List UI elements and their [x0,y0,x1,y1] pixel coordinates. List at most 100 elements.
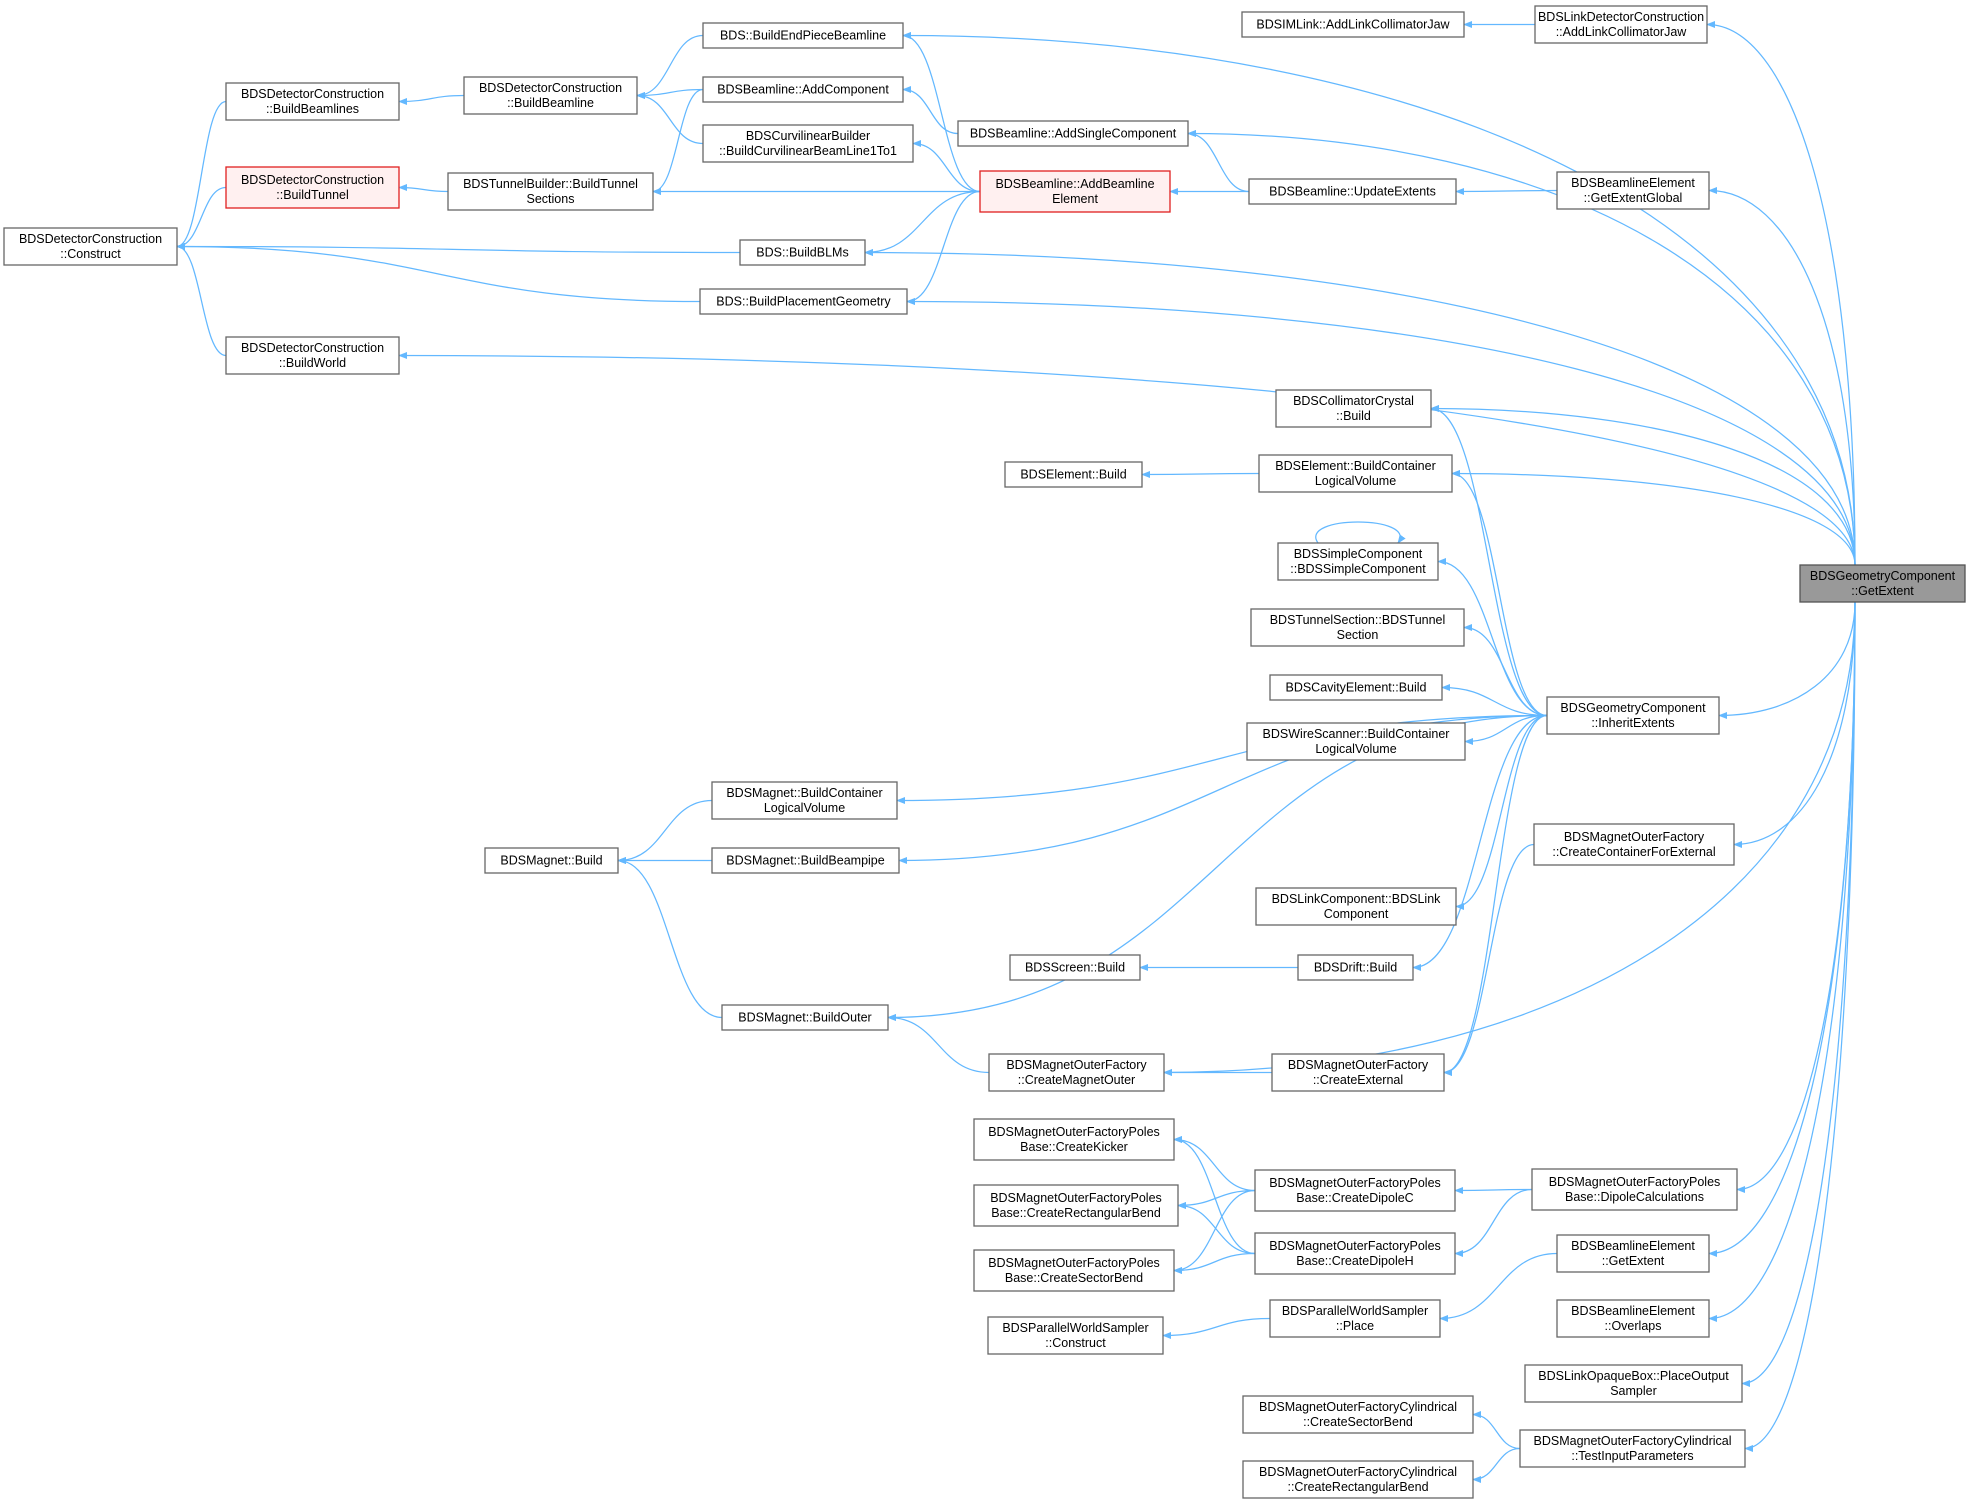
node-linkcoll[interactable]: BDSLinkDetectorConstruction::AddLinkColl… [1534,5,1708,44]
node-getextglobal[interactable]: BDSBeamlineElement::GetExtentGlobal [1556,171,1710,210]
edge-elemcont-to-getextent [1451,469,1856,566]
node-imlink[interactable]: BDSIMLink::AddLinkCollimatorJaw [1241,11,1465,38]
node-pwplace[interactable]: BDSParallelWorldSampler::Place [1269,1299,1441,1338]
node-magouter[interactable]: BDSMagnetOuterFactory::CreateMagnetOuter [988,1053,1165,1092]
node-label: BDSDrift::Build [1314,961,1397,975]
node-box [957,120,1189,147]
node-box [1799,564,1966,603]
node-label: BDSScreen::Build [1025,961,1125,975]
edge-magbuild-to-outer [617,856,723,1019]
node-label: ::BuildTunnel [276,188,349,202]
node-box [702,76,904,103]
node-outer[interactable]: BDSMagnet::BuildOuter [721,1004,889,1031]
node-box [721,1004,889,1031]
edge-outer-to-magouter [887,1013,990,1074]
node-bleext[interactable]: BDSBeamlineElement::GetExtent [1556,1234,1710,1273]
edge-construct-to-buildtunnel [176,186,227,251]
node-box [1275,389,1432,428]
node-box [973,1249,1175,1292]
node-buildtunnel[interactable]: BDSDetectorConstruction::BuildTunnel [225,166,400,209]
node-pwconstruct[interactable]: BDSParallelWorldSampler::Construct [987,1316,1164,1355]
node-beampipe[interactable]: BDSMagnet::BuildBeampipe [711,847,900,874]
node-magbuild[interactable]: BDSMagnet::Build [484,847,619,874]
node-box [1297,954,1414,981]
edge-cavity-to-inherit [1441,683,1548,717]
node-cylsector[interactable]: BDSMagnetOuterFactoryCylindrical::Create… [1242,1395,1474,1434]
node-dipolec[interactable]: BDSMagnetOuterFactoryPolesBase::CreateDi… [1254,1169,1456,1212]
node-cyltest[interactable]: BDSMagnetOuterFactoryCylindrical::TestIn… [1519,1429,1746,1468]
node-label: BDS::BuildBLMs [756,246,848,260]
node-label: ::BDSSimpleComponent [1290,562,1426,576]
node-label: BDSElement::BuildContainer [1275,459,1436,473]
node-label: ::InheritExtents [1591,716,1674,730]
node-addcomp[interactable]: BDSBeamline::AddComponent [702,76,904,103]
node-getextent[interactable]: BDSGeometryComponent::GetExtent [1799,564,1966,603]
node-box [1242,1460,1474,1499]
node-overlaps[interactable]: BDSBeamlineElement::Overlaps [1556,1299,1710,1338]
node-label: Base::CreateKicker [1020,1140,1128,1154]
node-construct[interactable]: BDSDetectorConstruction::Construct [3,227,178,266]
node-label: BDSWireScanner::BuildContainer [1263,727,1450,741]
node-addsingle[interactable]: BDSBeamline::AddSingleComponent [957,120,1189,147]
edge-external-to-createcont [1443,843,1535,1077]
node-curvi[interactable]: BDSCurvilinearBuilder::BuildCurvilinearB… [702,124,914,163]
node-sectorbend[interactable]: BDSMagnetOuterFactoryPolesBase::CreateSe… [973,1249,1175,1292]
node-label: BDSMagnetOuterFactoryCylindrical [1534,1434,1732,1448]
node-updext[interactable]: BDSBeamline::UpdateExtents [1248,178,1457,205]
node-placement[interactable]: BDS::BuildPlacementGeometry [699,288,908,315]
node-box [1519,1429,1746,1468]
node-tunsection[interactable]: BDSTunnelSection::BDSTunnelSection [1250,608,1465,647]
edge-placement-to-getextent [906,297,1856,566]
node-inherit[interactable]: BDSGeometryComponent::InheritExtents [1546,696,1720,735]
node-simple[interactable]: BDSSimpleComponent::BDSSimpleComponent [1277,542,1439,581]
node-label: ::TestInputParameters [1571,1449,1693,1463]
node-drift[interactable]: BDSDrift::Build [1297,954,1414,981]
edge-placement-to-addbl [906,190,981,306]
node-label: BDSDetectorConstruction [241,87,384,101]
node-screen[interactable]: BDSScreen::Build [1009,954,1141,981]
node-external[interactable]: BDSMagnetOuterFactory::CreateExternal [1271,1053,1445,1092]
node-cylrect[interactable]: BDSMagnetOuterFactoryCylindrical::Create… [1242,1460,1474,1499]
node-endpiece[interactable]: BDS::BuildEndPieceBeamline [702,22,904,49]
edge-buildtunnel-to-tunnelsec [398,183,449,193]
node-kicker[interactable]: BDSMagnetOuterFactoryPolesBase::CreateKi… [973,1118,1175,1161]
edge-pwconstruct-to-pwplace [1162,1317,1271,1340]
node-label: BDS::BuildPlacementGeometry [716,295,891,309]
node-blms[interactable]: BDS::BuildBLMs [739,239,866,266]
node-dipoleh[interactable]: BDSMagnetOuterFactoryPolesBase::CreateDi… [1254,1232,1456,1275]
node-label: LogicalVolume [1315,742,1396,756]
node-label: Sections [527,192,575,206]
node-label: BDSParallelWorldSampler [1282,1304,1428,1318]
node-box [1269,674,1443,701]
node-label: BDSElement::Build [1020,468,1126,482]
node-box [1248,178,1457,205]
node-buildworld[interactable]: BDSDetectorConstruction::BuildWorld [225,336,400,375]
node-buildbl[interactable]: BDSDetectorConstruction::BuildBeamline [463,76,638,115]
edge-magcont-to-inherit [896,714,1548,805]
node-label: ::Overlaps [1605,1319,1662,1333]
node-dipcalc[interactable]: BDSMagnetOuterFactoryPolesBase::DipoleCa… [1531,1168,1738,1211]
node-label: BDSMagnetOuterFactoryPoles [988,1125,1160,1139]
node-label: BDSBeamline::AddComponent [717,83,889,97]
node-createcont[interactable]: BDSMagnetOuterFactory::CreateContainerFo… [1533,823,1735,866]
node-label: Base::DipoleCalculations [1565,1190,1704,1204]
node-rectbend[interactable]: BDSMagnetOuterFactoryPolesBase::CreateRe… [973,1184,1179,1227]
node-crystal[interactable]: BDSCollimatorCrystal::Build [1275,389,1432,428]
edge-bleext-to-getextent [1708,601,1856,1258]
node-box [711,847,900,874]
node-linkcomp[interactable]: BDSLinkComponent::BDSLinkComponent [1255,887,1457,926]
edge-blms-to-getextent [864,248,1856,566]
node-box [988,1053,1165,1092]
node-box [1277,542,1439,581]
node-cavity[interactable]: BDSCavityElement::Build [1269,674,1443,701]
edge-inherit-to-getextent [1718,601,1856,720]
node-label: BDSBeamlineElement [1571,176,1695,190]
node-buildbls[interactable]: BDSDetectorConstruction::BuildBeamlines [225,82,400,121]
node-wire[interactable]: BDSWireScanner::BuildContainerLogicalVol… [1246,722,1466,761]
node-elembuild[interactable]: BDSElement::Build [1004,461,1143,488]
